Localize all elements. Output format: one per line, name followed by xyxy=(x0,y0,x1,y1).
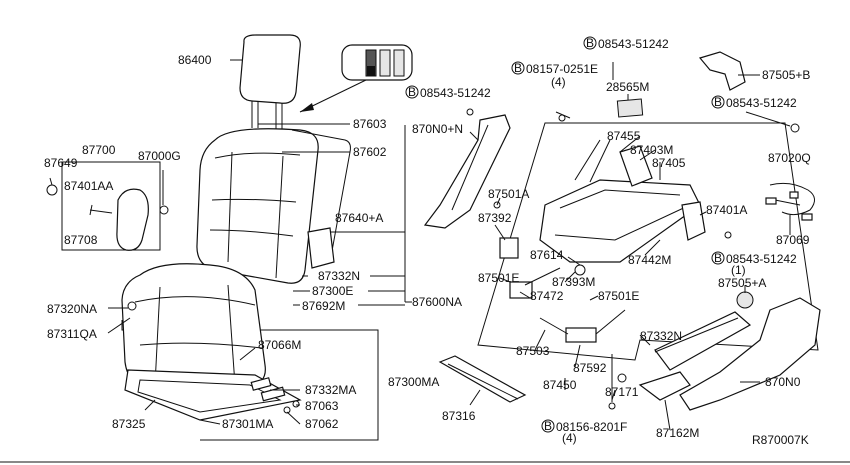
label-08157-qty: (4) xyxy=(551,75,566,89)
recliner-cover xyxy=(423,114,511,229)
label-87162m: 87162M xyxy=(656,426,699,440)
label-08543-r: 08543-51242 xyxy=(726,96,797,110)
label-87401aa: 87401AA xyxy=(64,179,113,193)
label-87000g: 87000G xyxy=(138,149,181,163)
label-87332n-right: 87332N xyxy=(640,329,682,343)
label-87640a: 87640+A xyxy=(335,211,383,225)
label-87300e: 87300E xyxy=(312,284,353,298)
label-87332ma: 87332MA xyxy=(305,383,356,397)
label-08543-br-qty: (1) xyxy=(731,263,746,277)
label-87405: 87405 xyxy=(652,156,686,170)
label-87708: 87708 xyxy=(64,233,98,247)
label-87602: 87602 xyxy=(353,145,387,159)
label-870n0: 870N0 xyxy=(765,375,801,389)
bolt-symbol: B xyxy=(408,85,416,99)
label-87501e-right: 87501E xyxy=(598,289,639,303)
seat-cushion xyxy=(121,263,302,421)
label-87300ma: 87300MA xyxy=(388,375,439,389)
label-08157: 08157-0251E xyxy=(526,62,598,76)
callout-08543-a: B 08543-51242 xyxy=(405,85,491,100)
label-870n0n: 870N0+N xyxy=(412,122,463,136)
label-86400: 86400 xyxy=(178,53,212,67)
callout-08543-r: B 08543-51242 xyxy=(711,95,797,110)
seat-adjuster-frame xyxy=(493,139,706,343)
label-87392: 87392 xyxy=(478,211,512,225)
label-87403m: 87403M xyxy=(630,143,673,157)
label-08156: 08156-8201F xyxy=(556,420,627,434)
label-87603: 87603 xyxy=(353,117,387,131)
label-87316: 87316 xyxy=(442,409,476,423)
callout-08543-br: B 08543-51242 (1) xyxy=(711,251,797,277)
label-87320na: 87320NA xyxy=(47,302,97,316)
label-87171: 87171 xyxy=(605,385,639,399)
label-08543-a: 08543-51242 xyxy=(420,86,491,100)
headrest xyxy=(239,34,301,140)
label-87503: 87503 xyxy=(516,344,550,358)
rail-cover xyxy=(438,355,527,403)
leader-lines xyxy=(49,59,791,431)
side-cover-870n0 xyxy=(638,291,821,411)
bolt-symbol: B xyxy=(514,61,522,75)
label-87501e-left: 87501E xyxy=(478,271,519,285)
label-08543-br: 08543-51242 xyxy=(726,252,797,266)
label-87442m: 87442M xyxy=(628,253,671,267)
label-87066m: 87066M xyxy=(258,338,301,352)
label-87311qa: 87311QA xyxy=(47,327,97,341)
label-87700: 87700 xyxy=(82,143,116,157)
label-87600na: 87600NA xyxy=(412,295,462,309)
label-87692m: 87692M xyxy=(302,299,345,313)
bolt-symbol: B xyxy=(544,419,552,433)
label-87332n-left: 87332N xyxy=(318,269,360,283)
diagram-reference-code: R870007K xyxy=(752,433,809,447)
label-87325: 87325 xyxy=(112,417,146,431)
bolt-symbol: B xyxy=(714,251,722,265)
seat-back xyxy=(196,128,351,284)
label-08543-top: 08543-51242 xyxy=(598,37,669,51)
label-87301ma: 87301MA xyxy=(222,417,273,431)
label-87614: 87614 xyxy=(530,248,564,262)
bracket-87505b xyxy=(698,51,746,91)
seat-location-key-icon xyxy=(299,44,413,113)
callout-08157: B 08157-0251E (4) xyxy=(511,61,598,89)
label-28565m: 28565M xyxy=(606,80,649,94)
armrest xyxy=(46,184,169,251)
callout-labels: 86400 87603 87602 87640+A 87332N 87300E … xyxy=(44,36,811,447)
bolt-symbol: B xyxy=(586,36,594,50)
wire-harness xyxy=(765,182,815,221)
label-08156-qty: (4) xyxy=(562,431,577,445)
label-87505b: 87505+B xyxy=(762,68,810,82)
label-87069: 87069 xyxy=(776,233,810,247)
label-87062: 87062 xyxy=(305,417,339,431)
label-87020q: 87020Q xyxy=(768,151,811,165)
label-87505a: 87505+A xyxy=(718,276,766,290)
bolt-symbol: B xyxy=(714,95,722,109)
label-87501a: 87501A xyxy=(488,187,529,201)
label-87401a: 87401A xyxy=(706,203,747,217)
diagram-frames xyxy=(0,122,850,463)
label-87063: 87063 xyxy=(305,399,339,413)
label-87450: 87450 xyxy=(543,378,577,392)
label-87592: 87592 xyxy=(573,361,607,375)
label-87393m: 87393M xyxy=(552,275,595,289)
label-87649: 87649 xyxy=(44,156,78,170)
callout-08543-top: B 08543-51242 xyxy=(583,36,669,51)
callout-08156: B 08156-8201F (4) xyxy=(541,419,627,445)
label-87455: 87455 xyxy=(607,129,641,143)
label-87472: 87472 xyxy=(530,289,564,303)
